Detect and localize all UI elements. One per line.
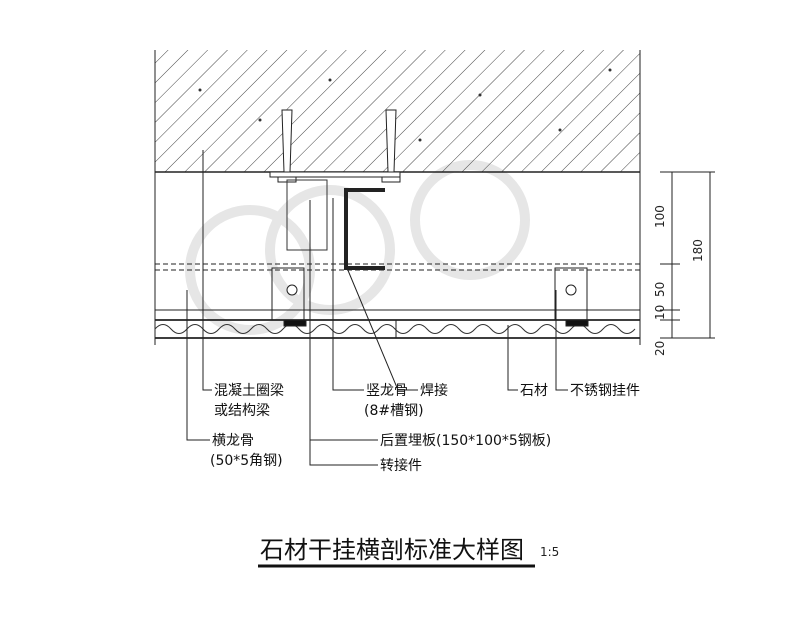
dim-180: 180: [691, 239, 705, 262]
drawing-title: 石材干挂横剖标准大样图: [260, 536, 524, 564]
label-hanger: 不锈钢挂件: [570, 383, 640, 399]
label-h-keel-2: (50*5角钢): [210, 453, 283, 469]
label-concrete-1: 混凝土圈梁: [214, 383, 284, 399]
label-weld: 焊接: [420, 382, 448, 399]
label-concrete-2: 或结构梁: [214, 403, 270, 419]
stone-hangers: [271, 267, 589, 327]
dim-50: 50: [653, 282, 667, 297]
channel-steel: [344, 188, 385, 270]
dim-10: 10: [653, 305, 667, 320]
stone-panel: [154, 324, 636, 334]
label-v-keel-2: (8#槽钢): [364, 403, 424, 419]
label-stone: 石材: [520, 383, 548, 399]
dim-100: 100: [653, 205, 667, 228]
label-plate: 后置埋板(150*100*5钢板): [380, 433, 551, 449]
anchor-bolts: [269, 109, 401, 183]
label-v-keel-1: 竖龙骨: [366, 383, 408, 399]
label-adapter: 转接件: [380, 457, 422, 474]
concrete-aggregate: [198, 68, 612, 142]
adapter-plate: [286, 179, 328, 251]
dim-20: 20: [653, 341, 667, 356]
dimension-lines: [660, 171, 715, 339]
label-h-keel-1: 横龙骨: [212, 433, 254, 449]
concrete-beam: [155, 50, 640, 172]
drawing-scale: 1:5: [540, 545, 559, 559]
leader-lines: [186, 150, 568, 466]
